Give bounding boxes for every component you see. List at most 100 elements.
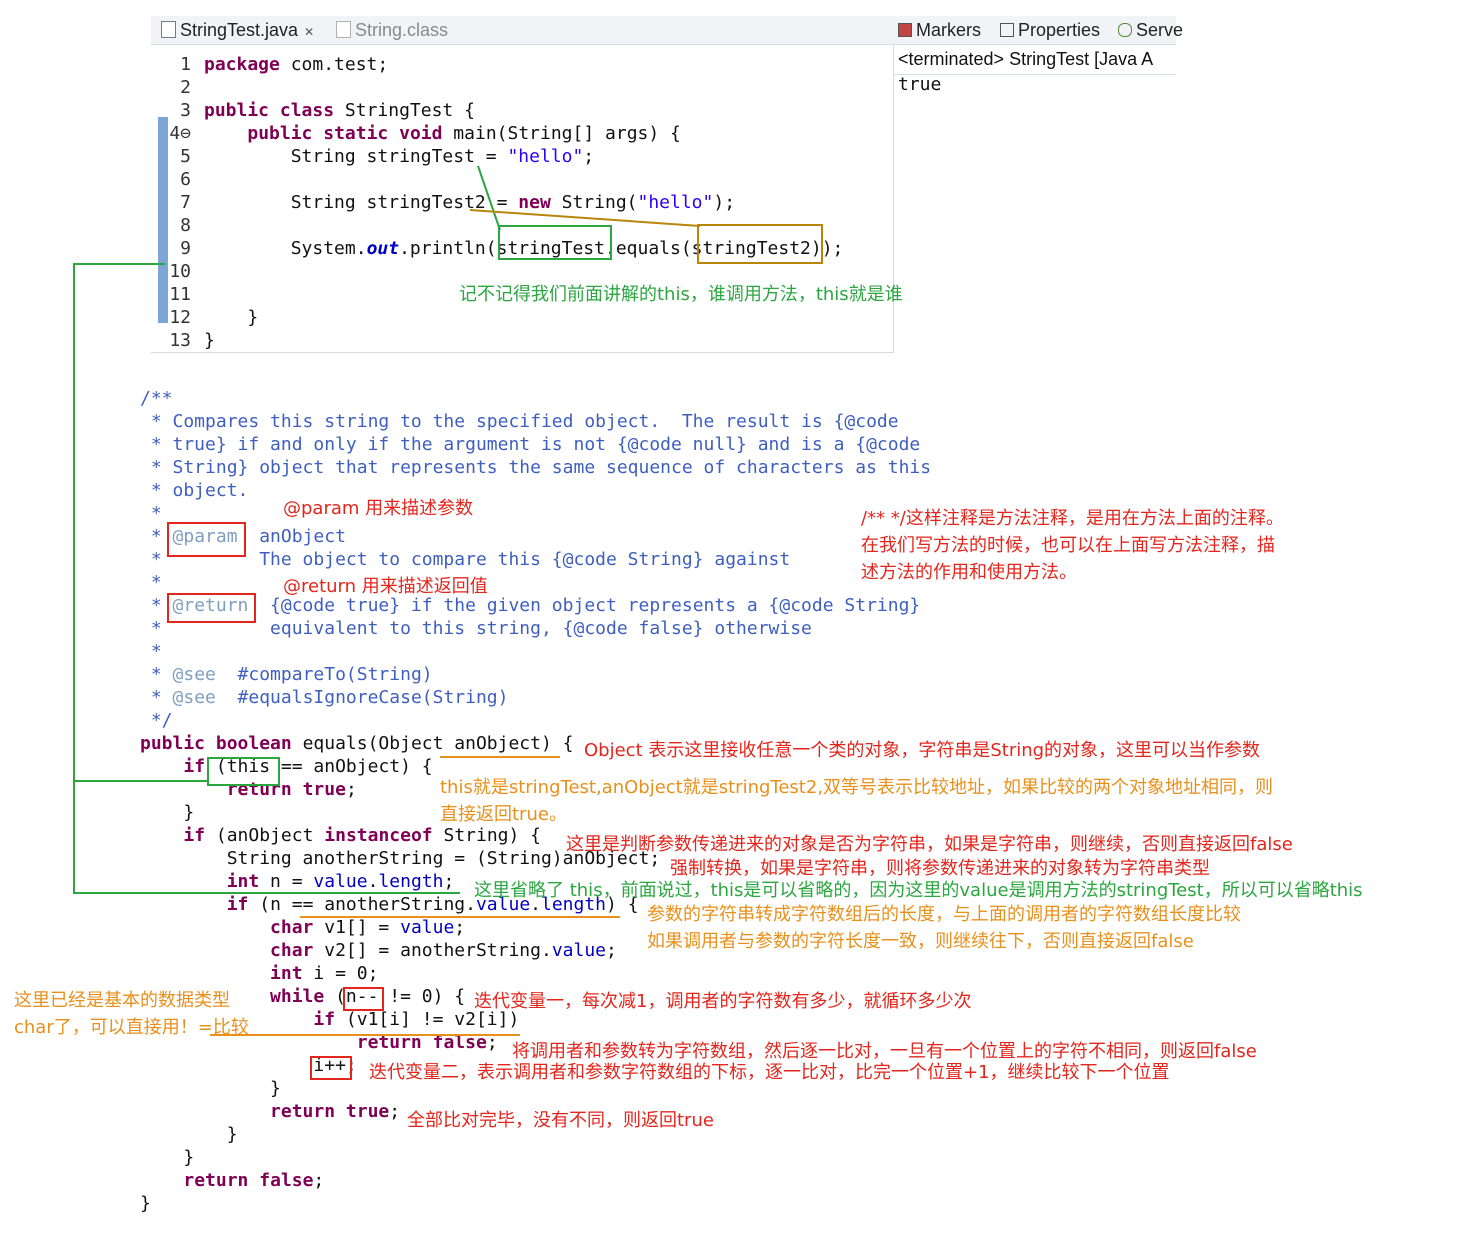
line-number: 3 [180, 100, 191, 121]
this-compare-note-2: 直接返回true。 [440, 804, 567, 825]
line-number: 10 [169, 261, 191, 282]
source-line: * @see #compareTo(String) [140, 664, 433, 685]
console-view[interactable]: Markers Properties Serve <terminated> St… [893, 16, 1183, 352]
code-line[interactable]: public class StringTest { [204, 100, 475, 121]
while-note: 迭代变量一，每次减1，调用者的字符数有多少，就循环多少次 [474, 991, 972, 1012]
instanceof-note: 这里是判断参数传递进来的对象是否为字符串，如果是字符串，则继续，否则直接返回fa… [566, 834, 1293, 855]
tab-markers[interactable]: Markers [898, 16, 981, 44]
code-line[interactable]: package com.test; [204, 54, 389, 75]
source-line: } [140, 802, 195, 823]
source-line: * [140, 641, 162, 662]
source-line: if (v1[i] != v2[i]) [313, 1009, 520, 1030]
tab-stringtest-java[interactable]: StringTest.java✕ [161, 16, 314, 44]
increment-note: 迭代变量二，表示调用者和参数字符数组的下标，逐一比对，比完一个位置+1，继续比较… [369, 1062, 1170, 1083]
this-compare-note-1: this就是stringTest,anObject就是stringTest2,双… [440, 777, 1274, 798]
code-line[interactable]: String stringTest = "hello"; [204, 146, 595, 167]
source-line: int i = 0; [270, 963, 379, 984]
java-file-icon [161, 21, 176, 38]
properties-icon [1000, 23, 1014, 37]
code-line[interactable]: } [204, 307, 259, 328]
line-number: 4⊖ [169, 123, 191, 144]
return-true-note: 全部比对完毕，没有不同，则返回true [407, 1110, 714, 1131]
code-line[interactable]: public static void main(String[] args) { [247, 123, 681, 144]
increment-box [310, 1056, 352, 1080]
source-line: * @return {@code true} if the given obje… [140, 595, 921, 616]
return-note: @return 用来描述返回值 [283, 576, 488, 597]
source-line: } [140, 1124, 238, 1145]
source-line: } [140, 1193, 151, 1214]
servers-icon [1118, 23, 1132, 37]
line-number: 1 [180, 54, 191, 75]
source-line: * true} if and only if the argument is n… [140, 434, 921, 455]
line-number: 13 [169, 330, 191, 351]
return-false-note: 将调用者和参数转为字符数组，然后逐一比对，一旦有一个位置上的字符不相同，则返回f… [512, 1041, 1257, 1062]
editor-tab-bar: StringTest.java✕ String.class [151, 16, 893, 45]
source-line: char v1[] = value; [270, 917, 466, 938]
source-line: * @see #equalsIgnoreCase(String) [140, 687, 509, 708]
markers-icon [898, 23, 912, 37]
method-comment-note-2: 在我们写方法的时候，也可以在上面写方法注释，描 [861, 535, 1275, 556]
class-file-icon [336, 21, 351, 38]
code-line[interactable]: System.out.println(stringTest.equals(str… [204, 238, 844, 259]
param-tag-box [167, 522, 246, 557]
source-line: * equivalent to this string, {@code fals… [140, 618, 812, 639]
change-marker-bar [158, 117, 168, 323]
source-line: * String} object that represents the sam… [140, 457, 932, 478]
line-number: 7 [180, 192, 191, 213]
this-highlight-box [207, 757, 280, 786]
source-line: } [140, 1147, 195, 1168]
close-icon[interactable]: ✕ [304, 25, 315, 39]
source-line: * [140, 503, 162, 524]
source-line: public boolean equals(Object anObject) { [140, 733, 574, 754]
source-line: * Compares this string to the specified … [140, 411, 899, 432]
source-line: String anotherString = (String)anObject; [140, 848, 661, 869]
source-line: * @param anObject [140, 526, 346, 547]
tab-properties[interactable]: Properties [1000, 16, 1100, 44]
source-line: return true; [270, 1101, 401, 1122]
decrement-box [343, 987, 384, 1011]
console-status-text: <terminated> StringTest [Java A [898, 49, 1154, 69]
code-line[interactable]: } [204, 330, 215, 351]
value-note: 这里省略了 this，前面说过，this是可以省略的，因为这里的value是调用… [474, 880, 1363, 901]
tab-servers[interactable]: Serve [1118, 16, 1183, 44]
method-comment-note-3: 述方法的作用和使用方法。 [861, 562, 1077, 583]
source-line: return false; [183, 1170, 325, 1191]
method-comment-note-1: /** */这样注释是方法注释，是用在方法上面的注释。 [861, 508, 1284, 529]
source-line: if (this == anObject) { [183, 756, 433, 777]
length-note-2: 如果调用者与参数的字符长度一致，则继续往下，否则直接返回false [647, 931, 1194, 952]
source-line: if (n == anotherString.value.length) { [226, 894, 639, 915]
tab-string-class[interactable]: String.class [336, 16, 448, 44]
source-line: * [140, 572, 162, 593]
cast-note: 强制转换，如果是字符串，则将参数传递进来的对象转为字符串类型 [670, 858, 1210, 879]
line-number: 5 [180, 146, 191, 167]
char-note-1: 这里已经是基本的数据类型 [14, 990, 230, 1011]
source-line: char v2[] = anotherString.value; [270, 940, 617, 961]
stringtest2-highlight-box [697, 224, 823, 264]
source-line: if (anObject instanceof String) { [183, 825, 542, 846]
code-editor[interactable]: StringTest.java✕ String.class 1 package c… [151, 16, 894, 353]
line-number: 2 [180, 77, 191, 98]
source-line: return false; [356, 1032, 498, 1053]
source-line: int n = value.length; [226, 871, 455, 892]
object-note: Object 表示这里接收任意一个类的对象，字符串是String的对象，这里可以… [584, 740, 1261, 761]
param-note: @param 用来描述参数 [283, 498, 474, 519]
line-number: 12 [169, 307, 191, 328]
console-tab-bar: Markers Properties Serve [893, 16, 1183, 45]
source-line: while (n-- != 0) { [270, 986, 466, 1007]
code-line[interactable]: String stringTest2 = new String("hello")… [204, 192, 736, 213]
length-note-1: 参数的字符串转成字符数组后的长度，与上面的调用者的字符数组长度比较 [647, 904, 1241, 925]
source-line: i++; [140, 1055, 357, 1076]
this-note: 记不记得我们前面讲解的this，谁调用方法，this就是谁 [459, 284, 903, 305]
line-number: 11 [169, 284, 191, 305]
console-status-bar: <terminated> StringTest [Java A [893, 46, 1176, 75]
source-line: * The object to compare this {@code Stri… [140, 549, 791, 570]
line-number: 8 [180, 215, 191, 236]
char-note-2: char了，可以直接用！=比较 [14, 1017, 249, 1038]
source-line: * object. [140, 480, 249, 501]
source-line: */ [140, 710, 173, 731]
stringtest-highlight-box [498, 225, 612, 260]
return-tag-box [167, 593, 256, 623]
source-line: /** [140, 388, 173, 409]
console-output: true [898, 74, 942, 95]
